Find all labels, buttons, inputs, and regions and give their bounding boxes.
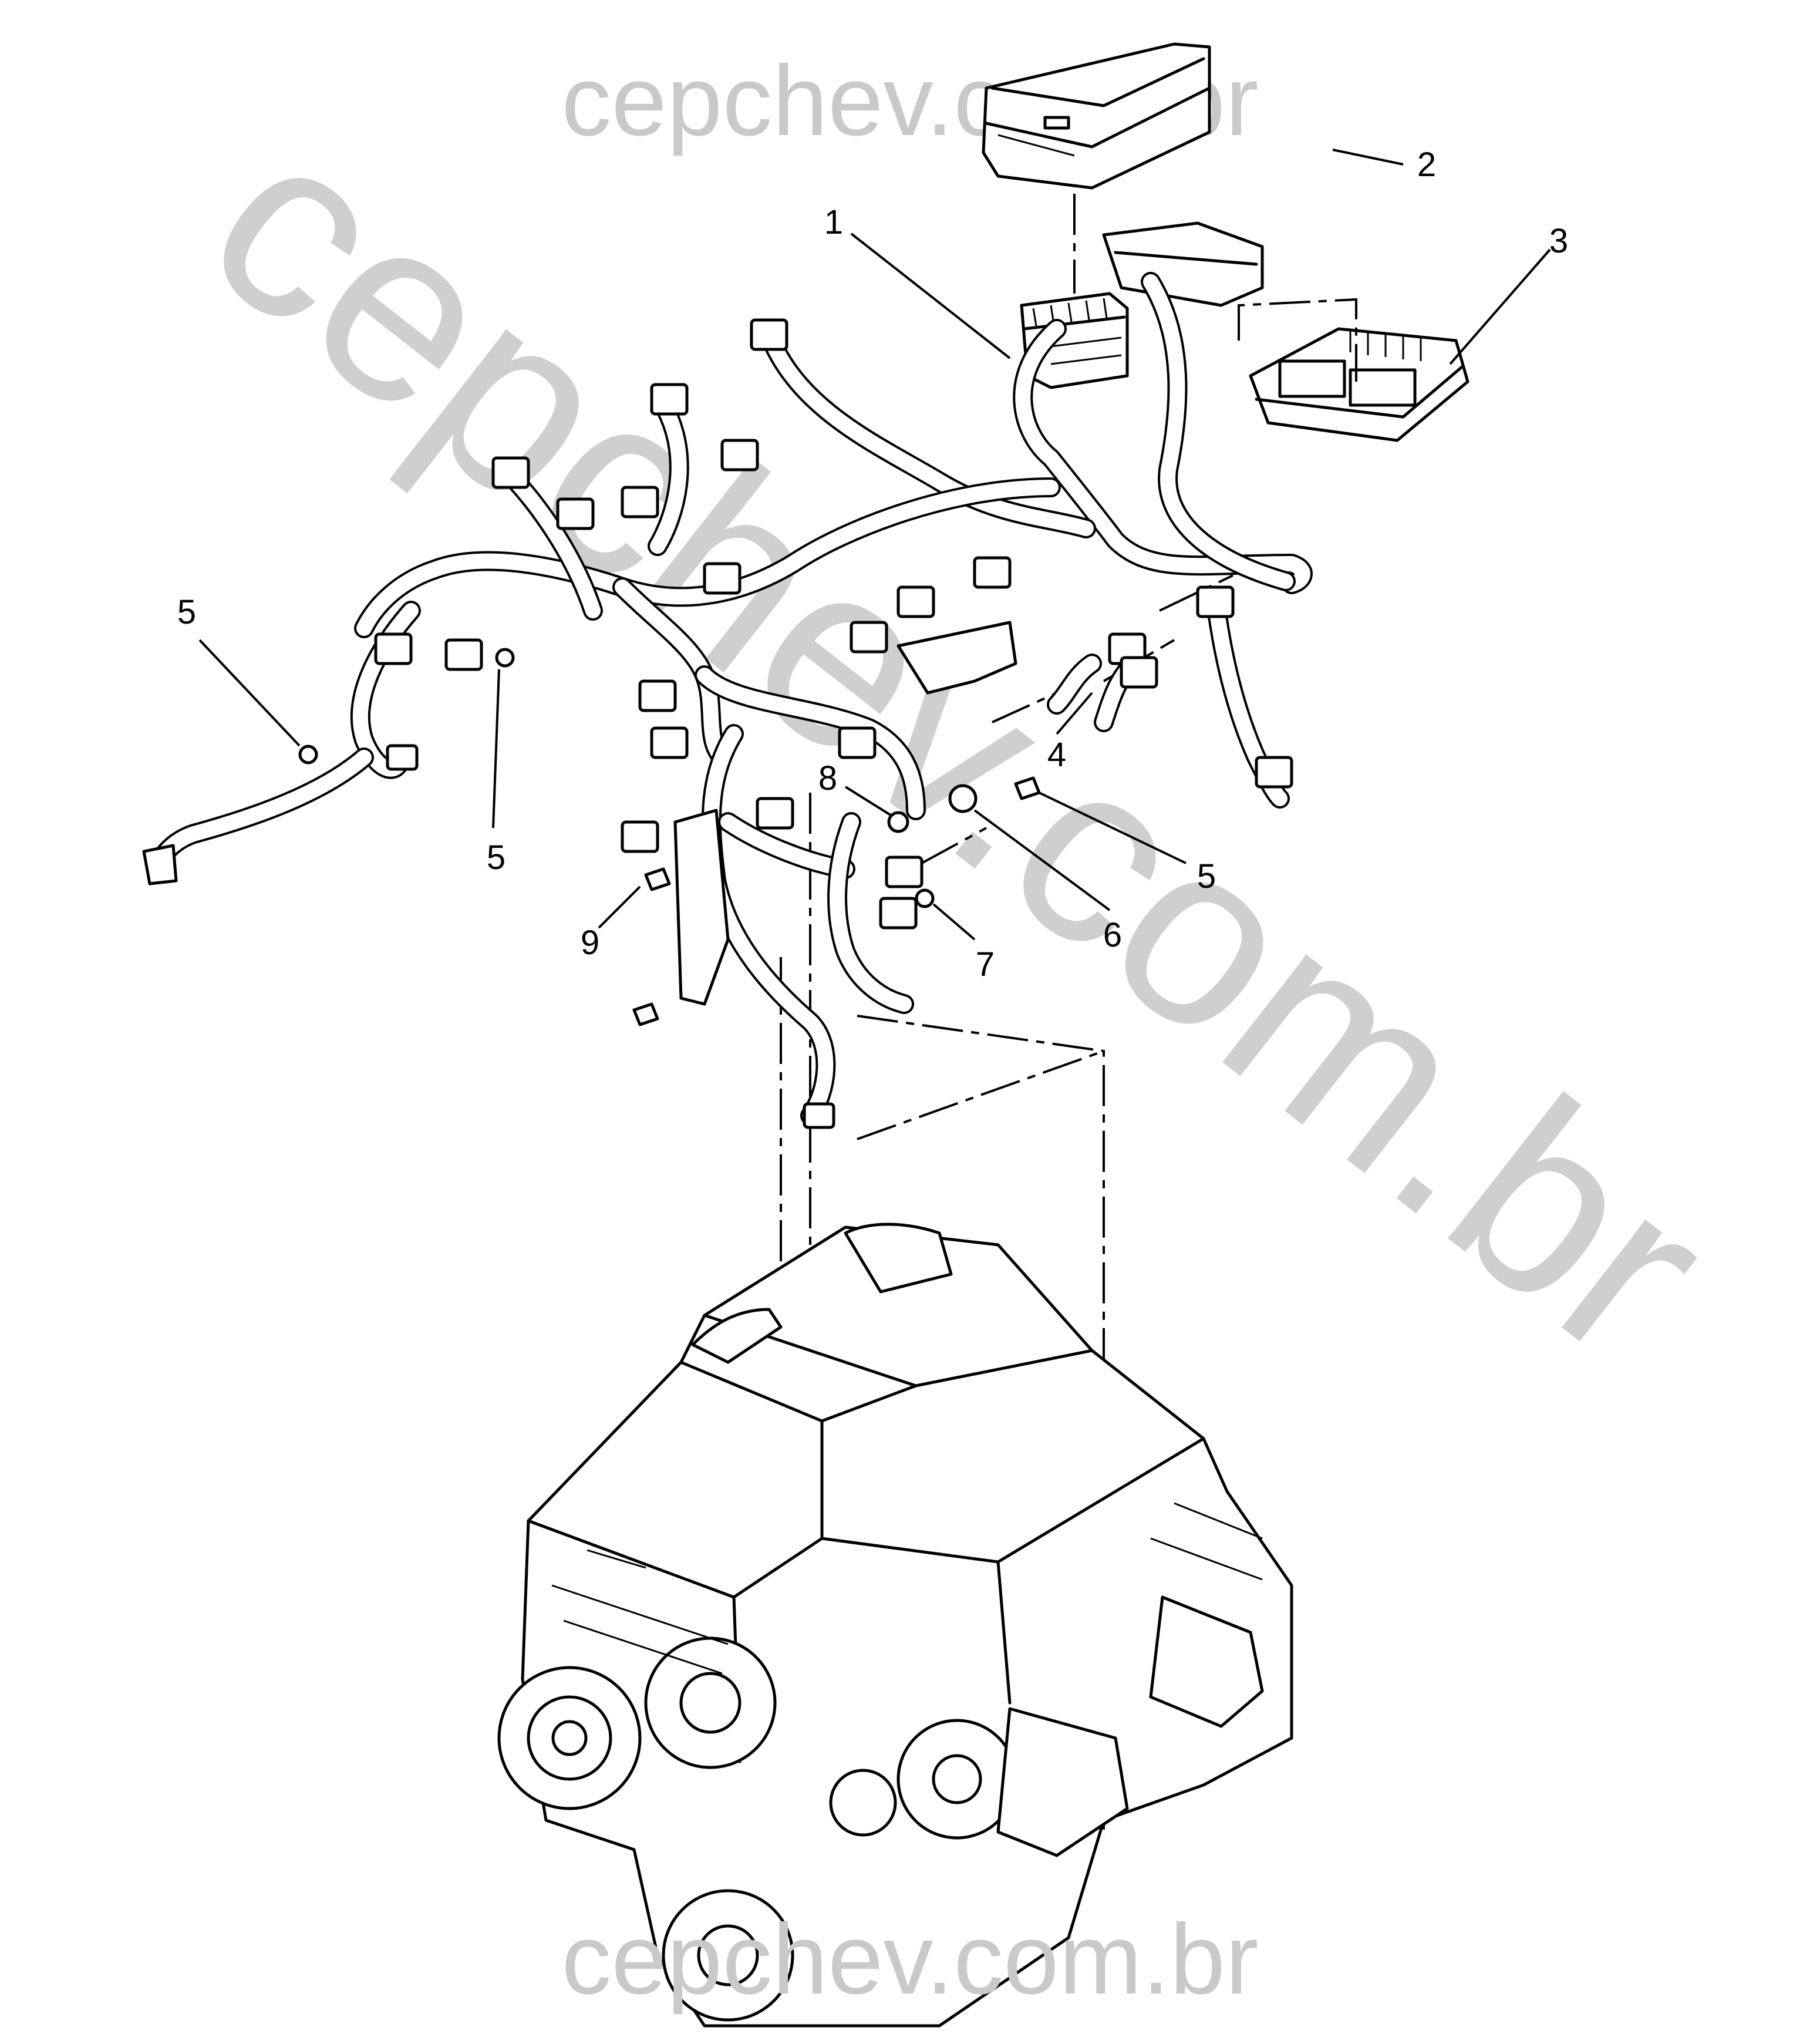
callout-9: 9 (581, 924, 599, 962)
part-2-cover (982, 42, 1211, 190)
leader-lines (198, 149, 1551, 941)
harness-connectors (142, 318, 1293, 1129)
callout-2: 2 (1417, 146, 1436, 184)
watermark-bottom: cepchev.com.br (561, 1904, 1258, 2015)
callout-5-right: 5 (1197, 857, 1216, 895)
module-connectors (1102, 221, 1264, 307)
callout-8: 8 (818, 759, 837, 797)
callout-4: 4 (1047, 736, 1066, 774)
callout-7: 7 (976, 945, 995, 984)
callout-1: 1 (824, 203, 843, 241)
part-3-control-module (1249, 327, 1470, 442)
callout-6: 6 (1103, 916, 1122, 954)
part-1-fuse-block (1020, 292, 1129, 389)
harness-bracket (673, 621, 1017, 1006)
callout-3: 3 (1549, 222, 1568, 260)
engine-assembly (497, 1223, 1293, 2028)
callout-5-left: 5 (177, 593, 196, 631)
callout-5-center: 5 (487, 838, 505, 877)
fasteners (298, 648, 1041, 1026)
callout-labels: 1 2 3 4 5 5 5 6 7 8 9 (177, 146, 1568, 984)
